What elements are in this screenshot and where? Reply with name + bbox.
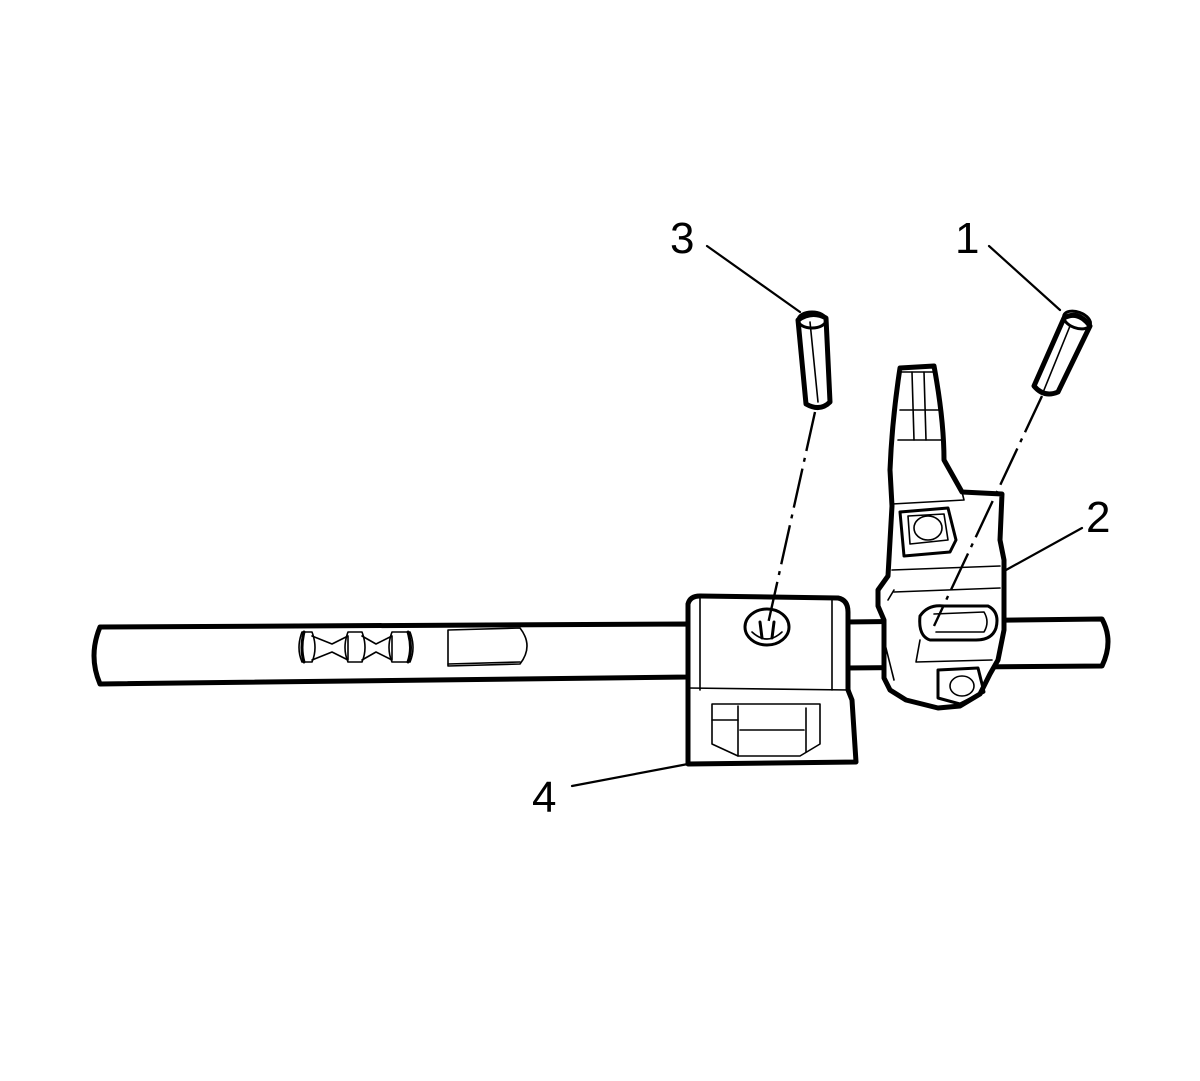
install-line-3: [766, 411, 817, 625]
leader-line-3: [705, 244, 802, 314]
leader-line-4: [570, 762, 690, 788]
roll-pin-3: [795, 310, 833, 410]
leader-line-2: [1004, 526, 1084, 572]
leader-line-1: [987, 244, 1062, 312]
callout-2: 2: [1086, 493, 1110, 542]
callout-3: 3: [670, 214, 694, 263]
callout-1: 1: [955, 214, 979, 263]
shift-fork-lever: [875, 363, 1007, 711]
roll-pin-1: [1031, 309, 1093, 397]
install-line-1: [932, 395, 1044, 627]
callout-4: 4: [532, 773, 556, 822]
shift-block: [685, 593, 859, 767]
